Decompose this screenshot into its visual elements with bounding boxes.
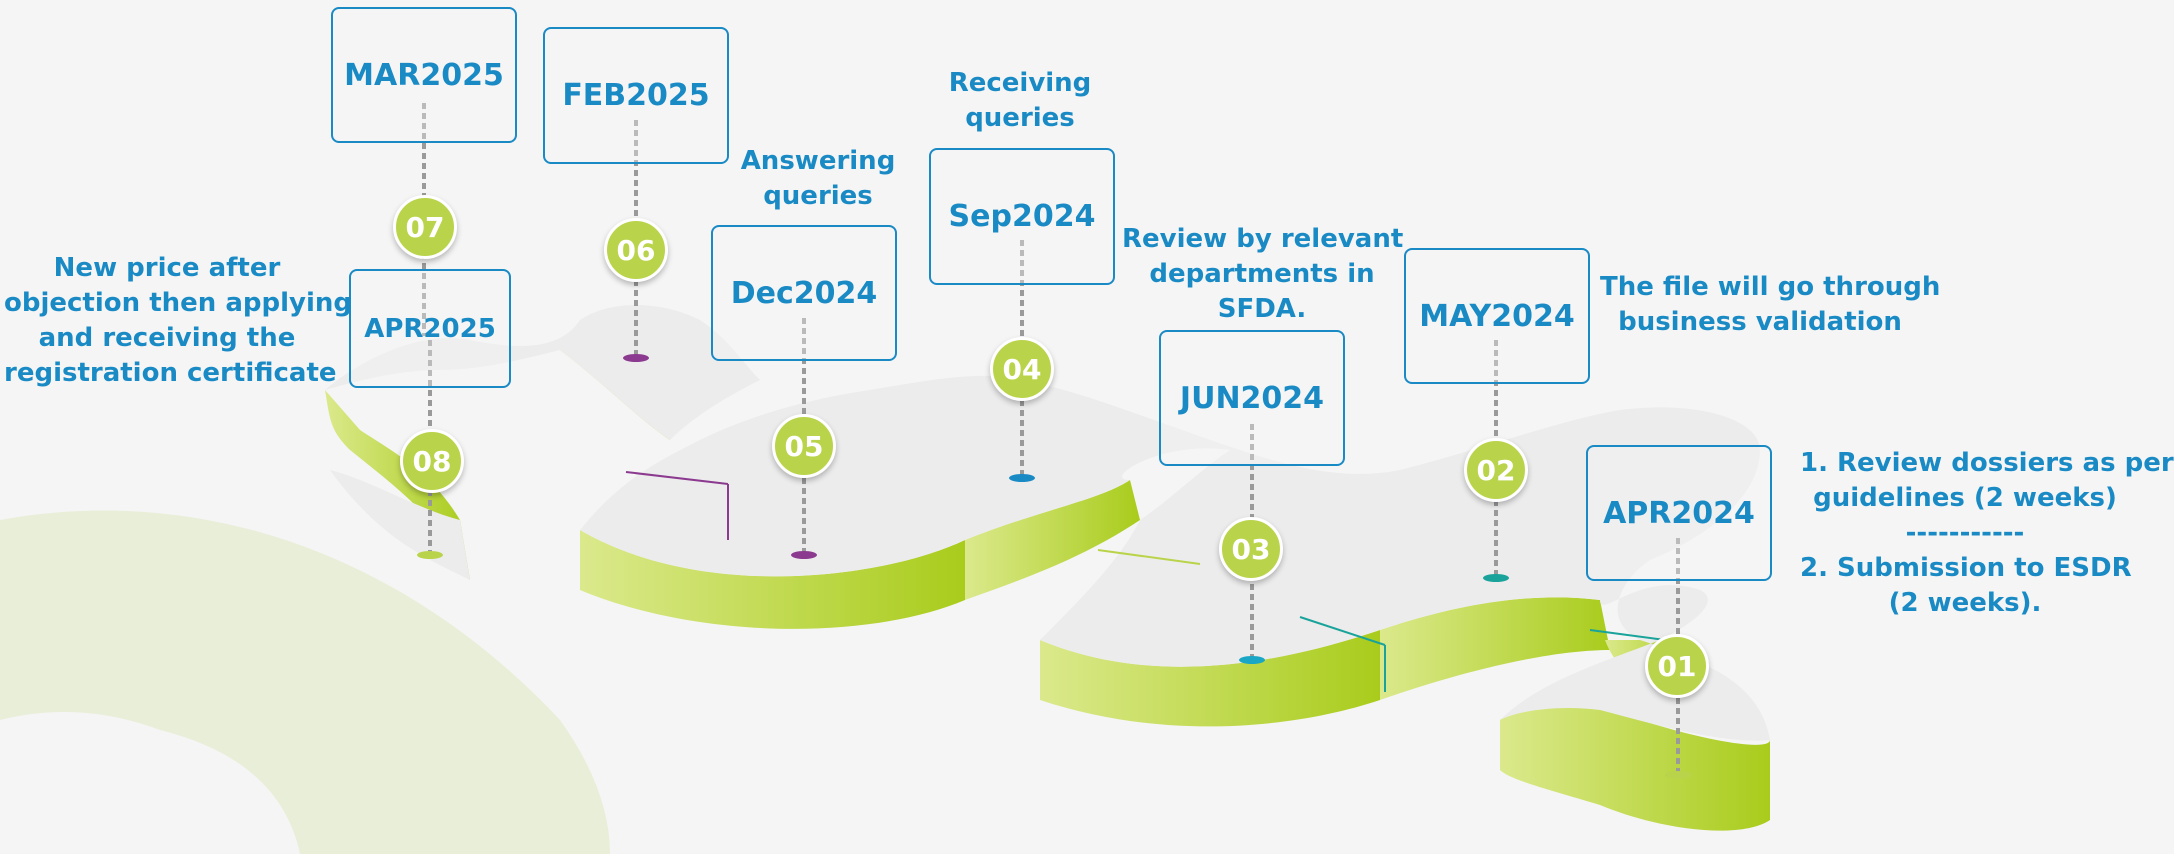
step-badge-04: 04 [990, 337, 1054, 401]
date-box-03: JUN2024 [1159, 330, 1345, 466]
step-badge-02: 02 [1464, 438, 1528, 502]
date-label: Sep2024 [948, 199, 1096, 234]
step-badge-05: 05 [772, 414, 836, 478]
milestone-note-01: 1. Review dossiers as per guidelines (2 … [1800, 448, 2174, 618]
step-badge-06: 06 [604, 218, 668, 282]
date-box-05: Dec2024 [711, 225, 897, 361]
step-badge-01: 01 [1645, 634, 1709, 698]
date-box-07: MAR2025 [331, 7, 517, 143]
milestone-note-08: New price after objection then applying … [4, 253, 352, 388]
step-badge-08: 08 [400, 429, 464, 493]
date-label: JUN2024 [1179, 380, 1325, 416]
date-label: FEB2025 [562, 78, 710, 113]
milestone-note-03: Review by relevant departments in SFDA. [1122, 224, 1404, 324]
date-label: APR2024 [1603, 495, 1755, 531]
date-box-06: FEB2025 [543, 27, 729, 164]
date-box-01: APR2024 [1586, 445, 1772, 581]
milestone-note-04: Receiving queries [948, 68, 1092, 133]
background-arc [0, 510, 610, 854]
date-box-08: APR2025 [349, 269, 511, 388]
step-badge-03: 03 [1219, 517, 1283, 581]
date-label: MAY2024 [1419, 298, 1575, 334]
step-badge-07: 07 [393, 195, 457, 259]
milestone-note-05: Answering queries [740, 146, 896, 211]
date-box-04: Sep2024 [929, 148, 1115, 285]
date-label: APR2025 [364, 313, 496, 344]
date-box-02: MAY2024 [1404, 248, 1590, 384]
date-label: MAR2025 [344, 57, 504, 93]
date-label: Dec2024 [730, 275, 878, 311]
milestone-note-02: The file will go through business valida… [1600, 272, 1941, 337]
